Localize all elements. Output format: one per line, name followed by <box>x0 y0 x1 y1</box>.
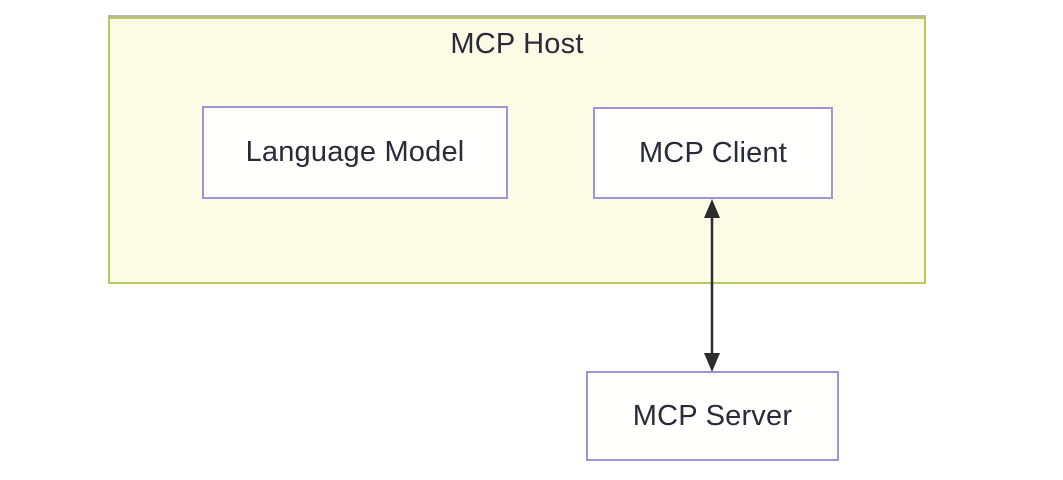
node-language-model-label: Language Model <box>245 136 465 168</box>
arrowhead-down-icon <box>704 353 720 372</box>
host-container-title: MCP Host <box>450 28 584 60</box>
node-language-model: Language Model <box>202 106 508 199</box>
arrowhead-up-icon <box>704 199 720 218</box>
node-mcp-client: MCP Client <box>593 107 833 199</box>
node-mcp-client-label: MCP Client <box>638 136 788 169</box>
client-server-arrow <box>704 199 720 372</box>
node-mcp-server-label: MCP Server <box>632 399 793 432</box>
node-mcp-server: MCP Server <box>586 371 839 461</box>
